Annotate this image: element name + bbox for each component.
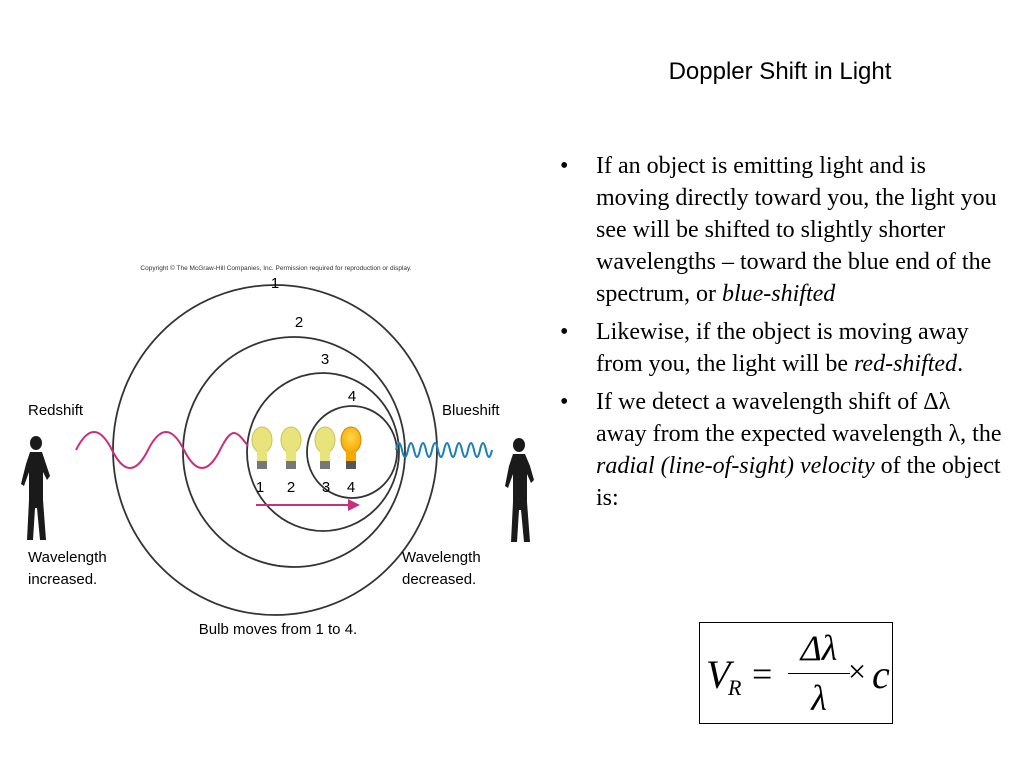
bullet-list: If an object is emitting light and is mo… (558, 150, 1003, 520)
formula-times: × (848, 653, 867, 689)
bulb-label-3: 3 (322, 479, 330, 496)
redshift-label: Redshift (28, 402, 84, 419)
circle-label-1: 1 (271, 275, 279, 292)
formula-fraction-bar (788, 673, 850, 674)
doppler-diagram: Copyright © The McGraw-Hill Companies, I… (21, 264, 534, 638)
bullet-italic: radial (line-of-sight) velocity (596, 453, 875, 479)
formula-numerator: Δλ (800, 628, 838, 668)
bulb-label-4: 4 (347, 479, 355, 496)
wavefront-circles (112, 284, 438, 616)
bulb-label-2: 2 (287, 479, 295, 496)
left-caption-line2: increased. (28, 571, 97, 588)
velocity-formula: V R = Δλ λ × c (699, 622, 893, 724)
formula-v: V (706, 652, 731, 697)
blueshift-label: Blueshift (442, 402, 500, 419)
motion-arrow (256, 499, 360, 511)
left-caption-line1: Wavelength (28, 549, 107, 566)
bulb-3 (314, 426, 336, 469)
right-caption-line2: decreased. (402, 571, 476, 588)
copyright-text: Copyright © The McGraw-Hill Companies, I… (140, 264, 411, 272)
circle-label-3: 3 (321, 351, 329, 368)
formula-equals: = (752, 654, 773, 694)
bulb-1 (251, 426, 273, 469)
circle-label-2: 2 (295, 314, 303, 331)
observer-left (21, 436, 50, 540)
formula-c: c (872, 652, 890, 697)
bullet-tail: . (957, 351, 964, 377)
circle-label-4: 4 (348, 388, 356, 405)
right-caption-line1: Wavelength (402, 549, 481, 566)
bottom-caption: Bulb moves from 1 to 4. (199, 621, 357, 638)
bullet-text: Likewise, if the object is moving away f… (596, 319, 969, 377)
bullet-text: If we detect a wavelength shift of Δλ aw… (596, 389, 1002, 447)
bullet-italic: red-shifted (853, 351, 958, 377)
bullet-text: If an object is emitting light and is mo… (596, 153, 997, 307)
formula-subscript: R (728, 675, 742, 700)
bullet-italic: blue-shifted (721, 281, 836, 307)
wavefront-circle-4 (306, 405, 398, 499)
wavefront-circle-2 (182, 336, 406, 568)
bullet-item: If an object is emitting light and is mo… (558, 150, 1003, 310)
bullet-tail: of the object is: (596, 453, 1001, 511)
bulb-label-1: 1 (256, 479, 264, 496)
bulb-4-lit (340, 426, 362, 469)
bulb-2 (280, 426, 302, 469)
observer-right (505, 438, 534, 542)
blueshift-wave (395, 442, 493, 458)
slide-title: Doppler Shift in Light (668, 58, 892, 85)
bullet-item: Likewise, if the object is moving away f… (558, 316, 1003, 380)
bullet-item: If we detect a wavelength shift of Δλ aw… (558, 386, 1003, 514)
wavefront-circle-3 (246, 372, 400, 532)
redshift-wave (75, 431, 249, 469)
formula-denominator: λ (811, 678, 827, 718)
